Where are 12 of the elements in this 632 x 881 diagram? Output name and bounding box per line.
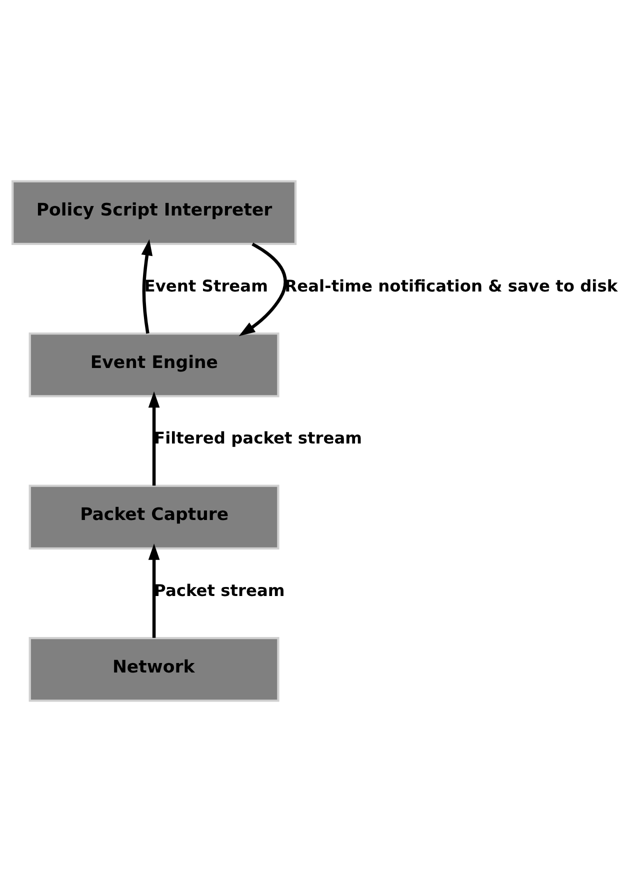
- arrow: [148, 543, 160, 638]
- edge-label: Event Stream: [144, 276, 268, 295]
- node-box: Event Engine: [28, 332, 280, 397]
- arrow: [141, 238, 153, 334]
- edge-label: Real-time notification & save to disk: [284, 276, 618, 295]
- node-box: Network: [28, 636, 280, 702]
- edge-label: Packet stream: [154, 580, 285, 600]
- arrow: [238, 242, 287, 336]
- node-box: Packet Capture: [28, 484, 280, 550]
- node-box: Policy Script Interpreter: [12, 180, 297, 245]
- edge-label: Filtered packet stream: [154, 428, 362, 448]
- arrow: [148, 390, 160, 486]
